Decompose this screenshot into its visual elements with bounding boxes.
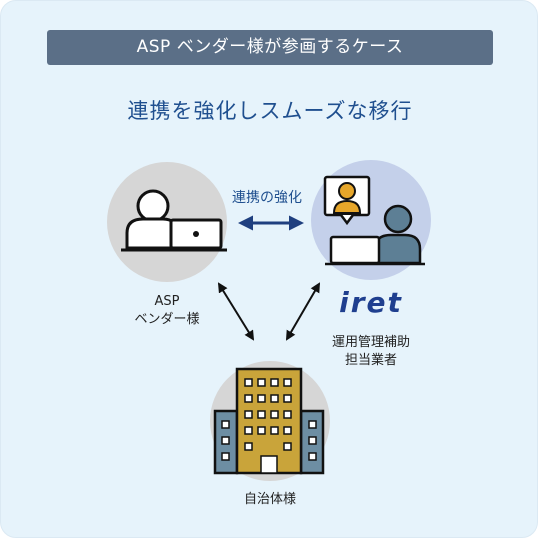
iret-government-arrow <box>285 282 321 341</box>
asp-vendor-label-line1: ASP <box>154 294 180 309</box>
iret-label-line1: 運用管理補助 <box>331 335 410 350</box>
local-government-node <box>210 361 330 481</box>
asp-vendor-label: ASP ベンダー様 <box>107 293 227 329</box>
iret-label-line2: 担当業者 <box>344 353 397 368</box>
iret-logo: iret <box>339 286 403 319</box>
asp-vendor-label-line2: ベンダー様 <box>134 312 200 327</box>
person-laptop-icon <box>121 189 227 252</box>
local-government-label: 自治体様 <box>243 492 296 507</box>
asp-vendor-node <box>107 162 227 282</box>
iret-node <box>311 160 431 280</box>
header-title: ASP ベンダー様が参画するケース <box>47 30 493 65</box>
video-call-operator-icon <box>323 175 425 266</box>
asp-government-arrow <box>217 282 255 341</box>
building-icon <box>213 367 325 475</box>
iret-label: 運用管理補助 担当業者 <box>311 334 431 370</box>
collaboration-label: 連携の強化 <box>232 190 302 206</box>
diagram-subtitle: 連携を強化しスムーズな移行 <box>127 99 413 123</box>
